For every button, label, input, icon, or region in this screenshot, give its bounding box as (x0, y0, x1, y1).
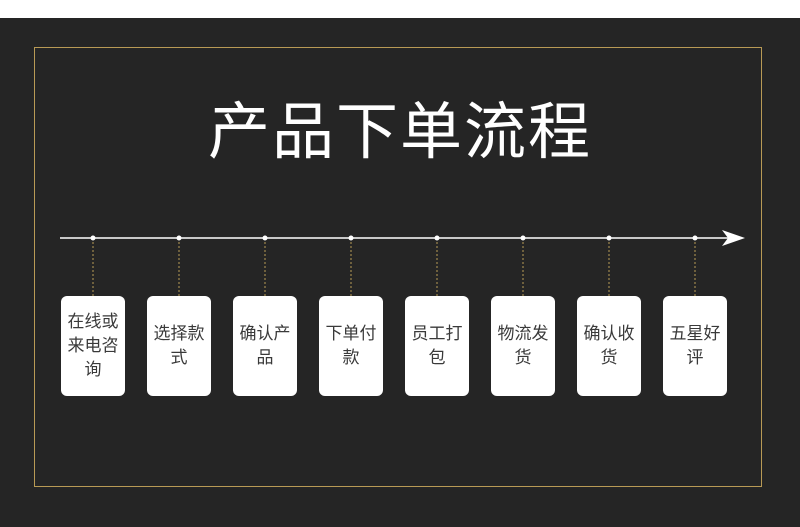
connector-layer (90, 235, 698, 296)
step-label: 下单付款 (325, 324, 377, 368)
timeline-node (262, 235, 268, 241)
timeline-node (434, 235, 440, 241)
diagram-panel (0, 18, 800, 527)
timeline-node (692, 235, 698, 241)
step-label: 确认收货 (583, 324, 635, 368)
timeline-node (348, 235, 354, 241)
timeline-arrowhead (722, 230, 745, 246)
step-card-choose-style: 选择款式 (147, 296, 211, 396)
step-card-consult: 在线或来电咨询 (61, 296, 125, 396)
step-card-five-star: 五星好评 (663, 296, 727, 396)
step-card-order-pay: 下单付款 (319, 296, 383, 396)
timeline-node (520, 235, 526, 241)
step-label: 选择款式 (153, 324, 205, 368)
step-label: 确认产品 (239, 324, 291, 368)
timeline-node (176, 235, 182, 241)
step-label: 员工打包 (411, 324, 463, 368)
step-card-staff-pack: 员工打包 (405, 296, 469, 396)
step-card-confirm-product: 确认产品 (233, 296, 297, 396)
gold-frame (34, 47, 762, 487)
step-card-ship: 物流发货 (491, 296, 555, 396)
timeline-node (606, 235, 612, 241)
timeline-node (90, 235, 96, 241)
step-card-confirm-receipt: 确认收货 (577, 296, 641, 396)
step-label: 五星好评 (669, 324, 721, 368)
step-label: 在线或来电咨询 (67, 312, 119, 380)
diagram-title: 产品下单流程 (207, 95, 592, 168)
step-label: 物流发货 (497, 324, 549, 368)
